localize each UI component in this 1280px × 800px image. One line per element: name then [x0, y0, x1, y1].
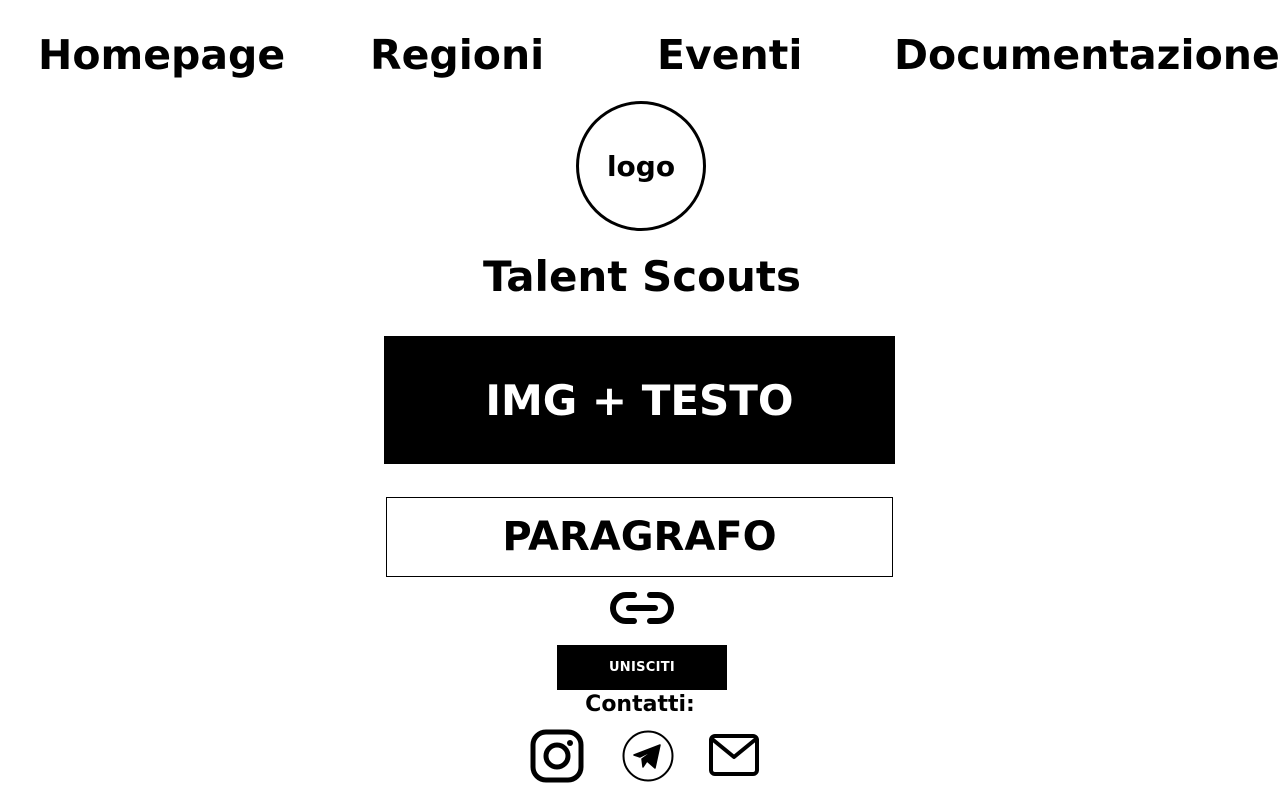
join-button[interactable]: UNISCITI: [557, 645, 727, 690]
instagram-icon[interactable]: [530, 729, 584, 783]
nav-documentazione-link[interactable]: Documentazione: [894, 31, 1280, 79]
paragraph-block: PARAGRAFO: [386, 497, 893, 577]
hero-image-text-block: IMG + TESTO: [384, 336, 895, 464]
nav-homepage-link[interactable]: Homepage: [38, 31, 286, 79]
telegram-icon[interactable]: [621, 729, 675, 783]
link-icon[interactable]: [608, 589, 676, 627]
site-title: Talent Scouts: [482, 252, 802, 301]
mail-icon[interactable]: [708, 733, 762, 777]
nav-regioni-link[interactable]: Regioni: [370, 31, 545, 79]
link-icon-graphic: [610, 592, 674, 624]
nav-eventi-link[interactable]: Eventi: [657, 31, 803, 79]
paragraph-text: PARAGRAFO: [502, 514, 777, 560]
logo-text: logo: [606, 149, 676, 183]
contacts-label: Contatti:: [585, 692, 695, 717]
hero-text: IMG + TESTO: [485, 375, 794, 425]
logo[interactable]: logo: [576, 101, 706, 231]
